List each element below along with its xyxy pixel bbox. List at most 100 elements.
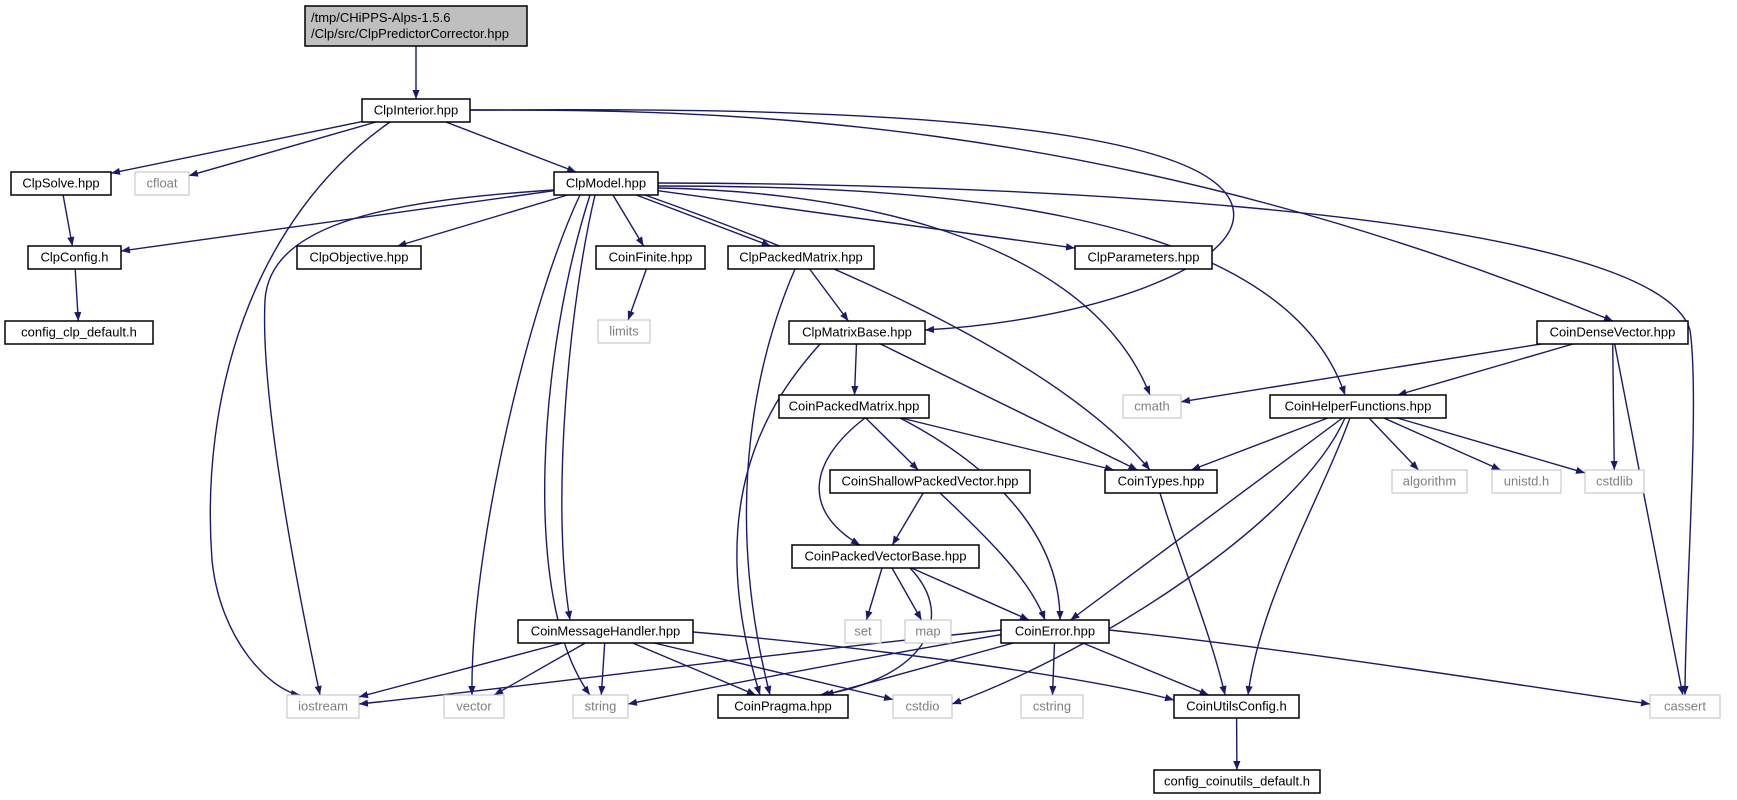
edge-CoinHelperFunctions-to-CoinTypes (1190, 417, 1329, 471)
node-box-config_clp_default[interactable] (4, 320, 154, 345)
edge-ClpModel-to-ClpConfig (120, 190, 555, 254)
node-ClpSolve[interactable]: ClpSolve.hpp (10, 171, 112, 196)
edge-CoinShallowPackedVector-to-CoinPackedVectorBase (891, 492, 924, 546)
node-CoinFinite[interactable]: CoinFinite.hpp (595, 245, 706, 270)
node-box-ClpConfig[interactable] (27, 245, 122, 270)
node-CoinShallowPackedVector[interactable]: CoinShallowPackedVector.hpp (829, 469, 1031, 494)
node-box-CoinHelperFunctions[interactable] (1269, 394, 1447, 419)
edge-ClpModel-to-CoinMessageHandler (561, 194, 596, 621)
node-label-CoinError: CoinError.hpp (1015, 624, 1095, 639)
node-algorithm: algorithm (1391, 469, 1468, 494)
edge-CoinMessageHandler-to-string (598, 642, 606, 696)
edge-CoinPackedVectorBase-to-map (891, 567, 923, 621)
node-string: string (572, 694, 629, 719)
edge-CoinTypes-to-CoinUtilsConfig (1159, 492, 1227, 696)
node-box-CoinTypes[interactable] (1104, 469, 1218, 494)
node-label-cstdio: cstdio (906, 699, 940, 714)
node-box-cfloat (134, 171, 190, 196)
node-ClpInterior[interactable]: ClpInterior.hpp (361, 98, 471, 123)
node-label-ClpObjective: ClpObjective.hpp (310, 250, 409, 265)
node-box-ClpObjective[interactable] (296, 245, 422, 270)
node-CoinMessageHandler[interactable]: CoinMessageHandler.hpp (517, 619, 694, 644)
node-box-CoinShallowPackedVector[interactable] (829, 469, 1031, 494)
edge-CoinPackedMatrix-to-CoinTypes (900, 417, 1115, 472)
node-box-CoinMessageHandler[interactable] (517, 619, 694, 644)
node-label-vector: vector (456, 699, 492, 714)
node-vector: vector (443, 694, 505, 719)
node-label-map: map (915, 624, 940, 639)
node-label-ClpMatrixBase: ClpMatrixBase.hpp (802, 325, 912, 340)
node-label-CoinMessageHandler: CoinMessageHandler.hpp (531, 624, 681, 639)
node-ClpConfig[interactable]: ClpConfig.h (27, 245, 122, 270)
node-label-config_coinutils_default: config_coinutils_default.h (1164, 774, 1310, 789)
node-label-CoinPackedMatrix: CoinPackedMatrix.hpp (789, 399, 920, 414)
edge-ClpInterior-to-iostream (209, 121, 391, 698)
node-label-algorithm: algorithm (1403, 474, 1456, 489)
node-box-ClpModel[interactable] (553, 171, 659, 196)
node-box-CoinError[interactable] (1000, 619, 1110, 644)
node-box-ClpPackedMatrix[interactable] (727, 245, 875, 270)
node-box-cstdlib (1584, 469, 1645, 494)
node-label-cassert: cassert (1664, 699, 1706, 714)
edge-CoinMessageHandler-to-cstdio (653, 642, 894, 701)
node-box-ClpMatrixBase[interactable] (788, 320, 926, 345)
node-CoinTypes[interactable]: CoinTypes.hpp (1104, 469, 1218, 494)
node-config_coinutils_default[interactable]: config_coinutils_default.h (1153, 769, 1321, 794)
node-CoinDenseVector[interactable]: CoinDenseVector.hpp (1536, 320, 1689, 345)
edge-CoinHelperFunctions-to-cstdio (951, 417, 1346, 705)
node-label-CoinFinite: CoinFinite.hpp (609, 250, 693, 265)
node-CoinError[interactable]: CoinError.hpp (1000, 619, 1110, 644)
node-cassert: cassert (1649, 694, 1721, 719)
node-box-CoinFinite[interactable] (595, 245, 706, 270)
edge-ClpModel-to-string (543, 194, 591, 696)
node-CoinPackedMatrix[interactable]: CoinPackedMatrix.hpp (778, 394, 930, 419)
node-box-CoinPragma[interactable] (717, 694, 849, 719)
node-box-unistd (1491, 469, 1562, 494)
edge-ClpInterior-to-ClpMatrixBase (469, 109, 1235, 334)
node-box-CoinPackedVectorBase[interactable] (791, 544, 980, 569)
node-ClpParameters[interactable]: ClpParameters.hpp (1074, 245, 1213, 270)
node-box-ClpParameters[interactable] (1074, 245, 1213, 270)
edge-CoinHelperFunctions-to-cstdlib (1397, 417, 1586, 474)
node-box-CoinPackedMatrix[interactable] (778, 394, 930, 419)
edge-CoinShallowPackedVector-to-CoinError (939, 492, 1046, 621)
edge-CoinError-to-cstring (1049, 642, 1057, 696)
node-box-set (844, 619, 882, 644)
node-config_clp_default[interactable]: config_clp_default.h (4, 320, 154, 345)
node-label-limits: limits (609, 324, 639, 339)
nodes: /tmp/CHiPPS-Alps-1.5.6/Clp/src/ClpPredic… (4, 5, 1721, 794)
node-set: set (844, 619, 882, 644)
node-box-CoinUtilsConfig[interactable] (1173, 694, 1300, 719)
node-cmath: cmath (1122, 394, 1182, 419)
edge-ClpModel-to-CoinTypes (644, 194, 1151, 471)
node-CoinPragma[interactable]: CoinPragma.hpp (717, 694, 849, 719)
edge-ClpInterior-to-CoinDenseVector (469, 109, 1614, 322)
node-root[interactable]: /tmp/CHiPPS-Alps-1.5.6/Clp/src/ClpPredic… (304, 5, 528, 47)
node-label-CoinTypes: CoinTypes.hpp (1118, 474, 1205, 489)
node-ClpModel[interactable]: ClpModel.hpp (553, 171, 659, 196)
node-cfloat: cfloat (134, 171, 190, 196)
node-CoinHelperFunctions[interactable]: CoinHelperFunctions.hpp (1269, 394, 1447, 419)
node-map: map (904, 619, 952, 644)
node-CoinUtilsConfig[interactable]: CoinUtilsConfig.h (1173, 694, 1300, 719)
node-box-cassert (1649, 694, 1721, 719)
node-box-ClpInterior[interactable] (361, 98, 471, 123)
node-label-string: string (585, 699, 617, 714)
node-box-root[interactable] (304, 5, 528, 47)
node-box-ClpSolve[interactable] (10, 171, 112, 196)
edge-CoinFinite-to-limits (627, 268, 648, 321)
edge-ClpModel-to-cmath (657, 187, 1151, 396)
node-label-ClpPackedMatrix: ClpPackedMatrix.hpp (739, 250, 863, 265)
node-ClpMatrixBase[interactable]: ClpMatrixBase.hpp (788, 320, 926, 345)
node-box-vector (443, 694, 505, 719)
node-box-config_coinutils_default[interactable] (1153, 769, 1321, 794)
edge-CoinError-to-CoinUtilsConfig (1082, 642, 1209, 696)
node-box-CoinDenseVector[interactable] (1536, 320, 1689, 345)
node-label-CoinUtilsConfig: CoinUtilsConfig.h (1186, 699, 1286, 714)
edge-CoinHelperFunctions-to-algorithm (1368, 417, 1420, 471)
node-CoinPackedVectorBase[interactable]: CoinPackedVectorBase.hpp (791, 544, 980, 569)
node-ClpObjective[interactable]: ClpObjective.hpp (296, 245, 422, 270)
node-ClpPackedMatrix[interactable]: ClpPackedMatrix.hpp (727, 245, 875, 270)
edge-CoinError-to-CoinPragma (824, 642, 1014, 697)
node-box-cstring (1020, 694, 1084, 719)
